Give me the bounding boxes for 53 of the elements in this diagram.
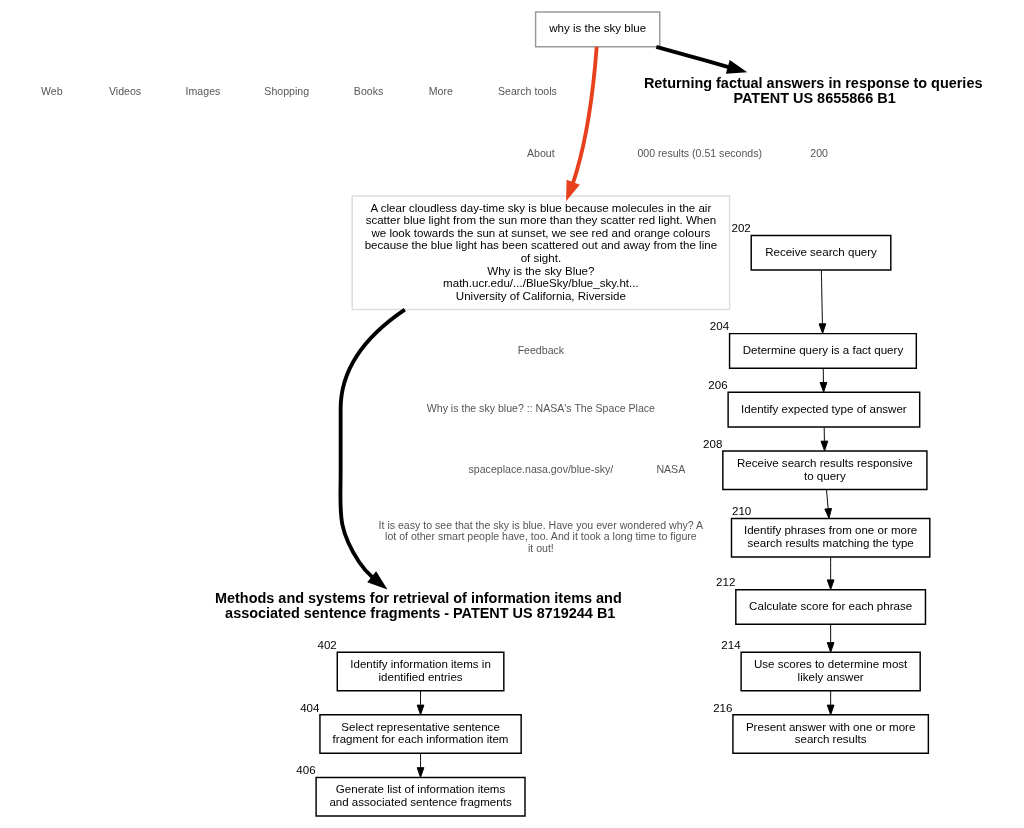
arrow <box>338 308 406 590</box>
label: 000 results (0.51 seconds) <box>637 147 763 160</box>
node-box: Identify phrases from one or more search results matching the type <box>730 517 931 558</box>
node-box: Generate list of information items and associated sentence fragments <box>315 776 526 817</box>
label: Why is the sky blue? :: NASA's The Space Place <box>426 402 655 415</box>
label: About <box>527 147 555 160</box>
node-box: Calculate score for each phrase <box>735 588 927 626</box>
node-text: Methods and systems for retrieval of information items and associated sentence fragments - PATENT US 8719244 B1 <box>215 590 622 621</box>
node-label: 206 <box>708 379 728 392</box>
node-label: 204 <box>709 320 730 333</box>
node-label: 216 <box>713 701 733 714</box>
arrow <box>819 367 828 393</box>
label: spaceplace.nasa.gov/blue-sky/ <box>468 463 614 476</box>
arrow <box>824 489 832 519</box>
node-label: 210 <box>731 505 752 518</box>
arrow <box>820 426 829 452</box>
label: Web <box>41 84 63 97</box>
arrow <box>826 556 835 590</box>
node-box: Identify information items in identified entries <box>336 651 505 692</box>
node-box: Determine query is a fact query <box>728 332 918 369</box>
node-label: 214 <box>721 638 741 651</box>
node-box: Receive search query <box>750 234 892 271</box>
node-box: Receive search results responsive to query <box>722 450 928 491</box>
arrow <box>416 753 425 778</box>
node-label: 402 <box>317 638 337 651</box>
node-box: A clear cloudless day-time sky is blue because molecules in the air scatter blue light from the sun more than they scatter red light. When we look towards the sun at sunset, we see red and orange colours because the blue light has been scattered out and away from the line of sight. Why is the sky Blue? math.ucr.edu/.../BlueSky/blue_sky.ht... University of California, Riverside <box>351 195 731 311</box>
label: Feedback <box>517 343 565 356</box>
node-box: Select representative sentence fragment for each information item <box>319 714 522 755</box>
arrow <box>818 270 827 334</box>
label: NASA <box>656 463 686 476</box>
arrow <box>655 44 748 74</box>
arrow <box>416 690 425 716</box>
node-box: Present answer with one or more search results <box>732 714 930 755</box>
node-label: 202 <box>731 222 751 235</box>
label: It is easy to see that the sky is blue. Have you ever wondered why? A lot of other smart people have, too. And it took a long time to figure it out! <box>378 518 704 554</box>
label: Shopping <box>264 84 310 97</box>
node-text: Returning factual answers in response to queries PATENT US 8655866 B1 <box>643 75 983 106</box>
node-label: 406 <box>296 764 316 777</box>
node-label: 212 <box>716 576 736 589</box>
label: Books <box>353 84 384 97</box>
label: More <box>428 84 453 97</box>
node-box: Identify expected type of answer <box>727 391 921 428</box>
label: Videos <box>108 84 142 97</box>
arrow <box>566 46 599 202</box>
node-label: 404 <box>300 701 320 714</box>
label: Images <box>185 84 221 97</box>
node-label: 208 <box>703 437 723 450</box>
label: 200 <box>810 147 828 160</box>
arrow <box>826 690 835 716</box>
node-box: Use scores to determine most likely answer <box>740 651 921 692</box>
label: Search tools <box>498 84 557 97</box>
arrow <box>826 623 835 653</box>
node-box: why is the sky blue <box>534 11 661 48</box>
